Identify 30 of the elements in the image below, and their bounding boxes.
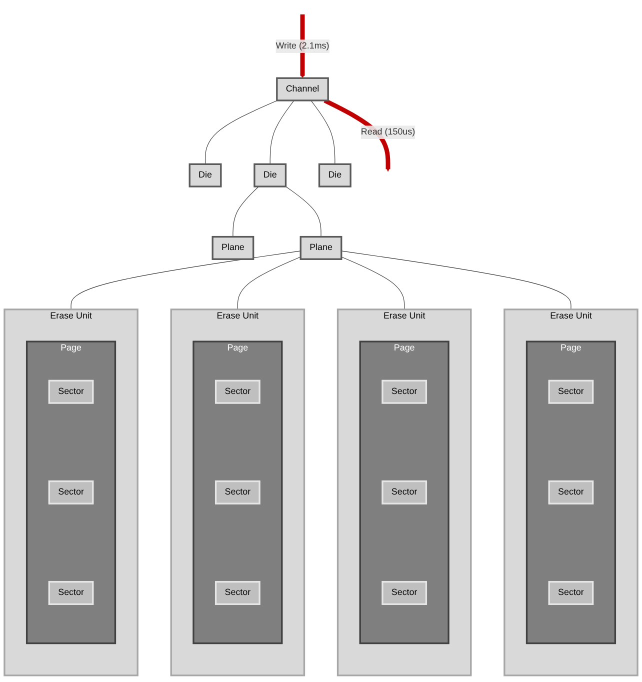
connector <box>310 100 336 164</box>
connector <box>341 250 572 310</box>
node-box: Sector <box>48 380 94 404</box>
connector <box>232 186 259 238</box>
node-box: Die <box>188 163 222 188</box>
connector <box>237 256 301 310</box>
node-box: Sector <box>48 480 94 504</box>
node-box: Sector <box>382 580 428 605</box>
node-box: Die <box>318 163 352 188</box>
node-box: Die <box>254 163 287 188</box>
node-box: Sector <box>214 380 260 404</box>
connector <box>70 250 301 310</box>
connector <box>204 100 278 164</box>
node-box: Sector <box>548 380 594 404</box>
arrow <box>324 98 390 172</box>
node-box: Channel <box>276 77 329 102</box>
node-box: Sector <box>382 480 428 504</box>
edge-label: Write (2.1ms) <box>276 41 330 51</box>
node-box: Plane <box>300 236 342 260</box>
connector <box>270 100 294 164</box>
node-box: Sector <box>214 480 260 504</box>
connector <box>341 256 405 310</box>
node-box: Sector <box>382 380 428 404</box>
node-box: Sector <box>548 580 594 605</box>
node-box: Sector <box>48 580 94 605</box>
connector <box>285 186 322 238</box>
node-box: Sector <box>548 480 594 504</box>
node-box: Sector <box>214 580 260 605</box>
node-box: Plane <box>212 236 254 260</box>
edge-label: Read (150us) <box>360 127 416 137</box>
